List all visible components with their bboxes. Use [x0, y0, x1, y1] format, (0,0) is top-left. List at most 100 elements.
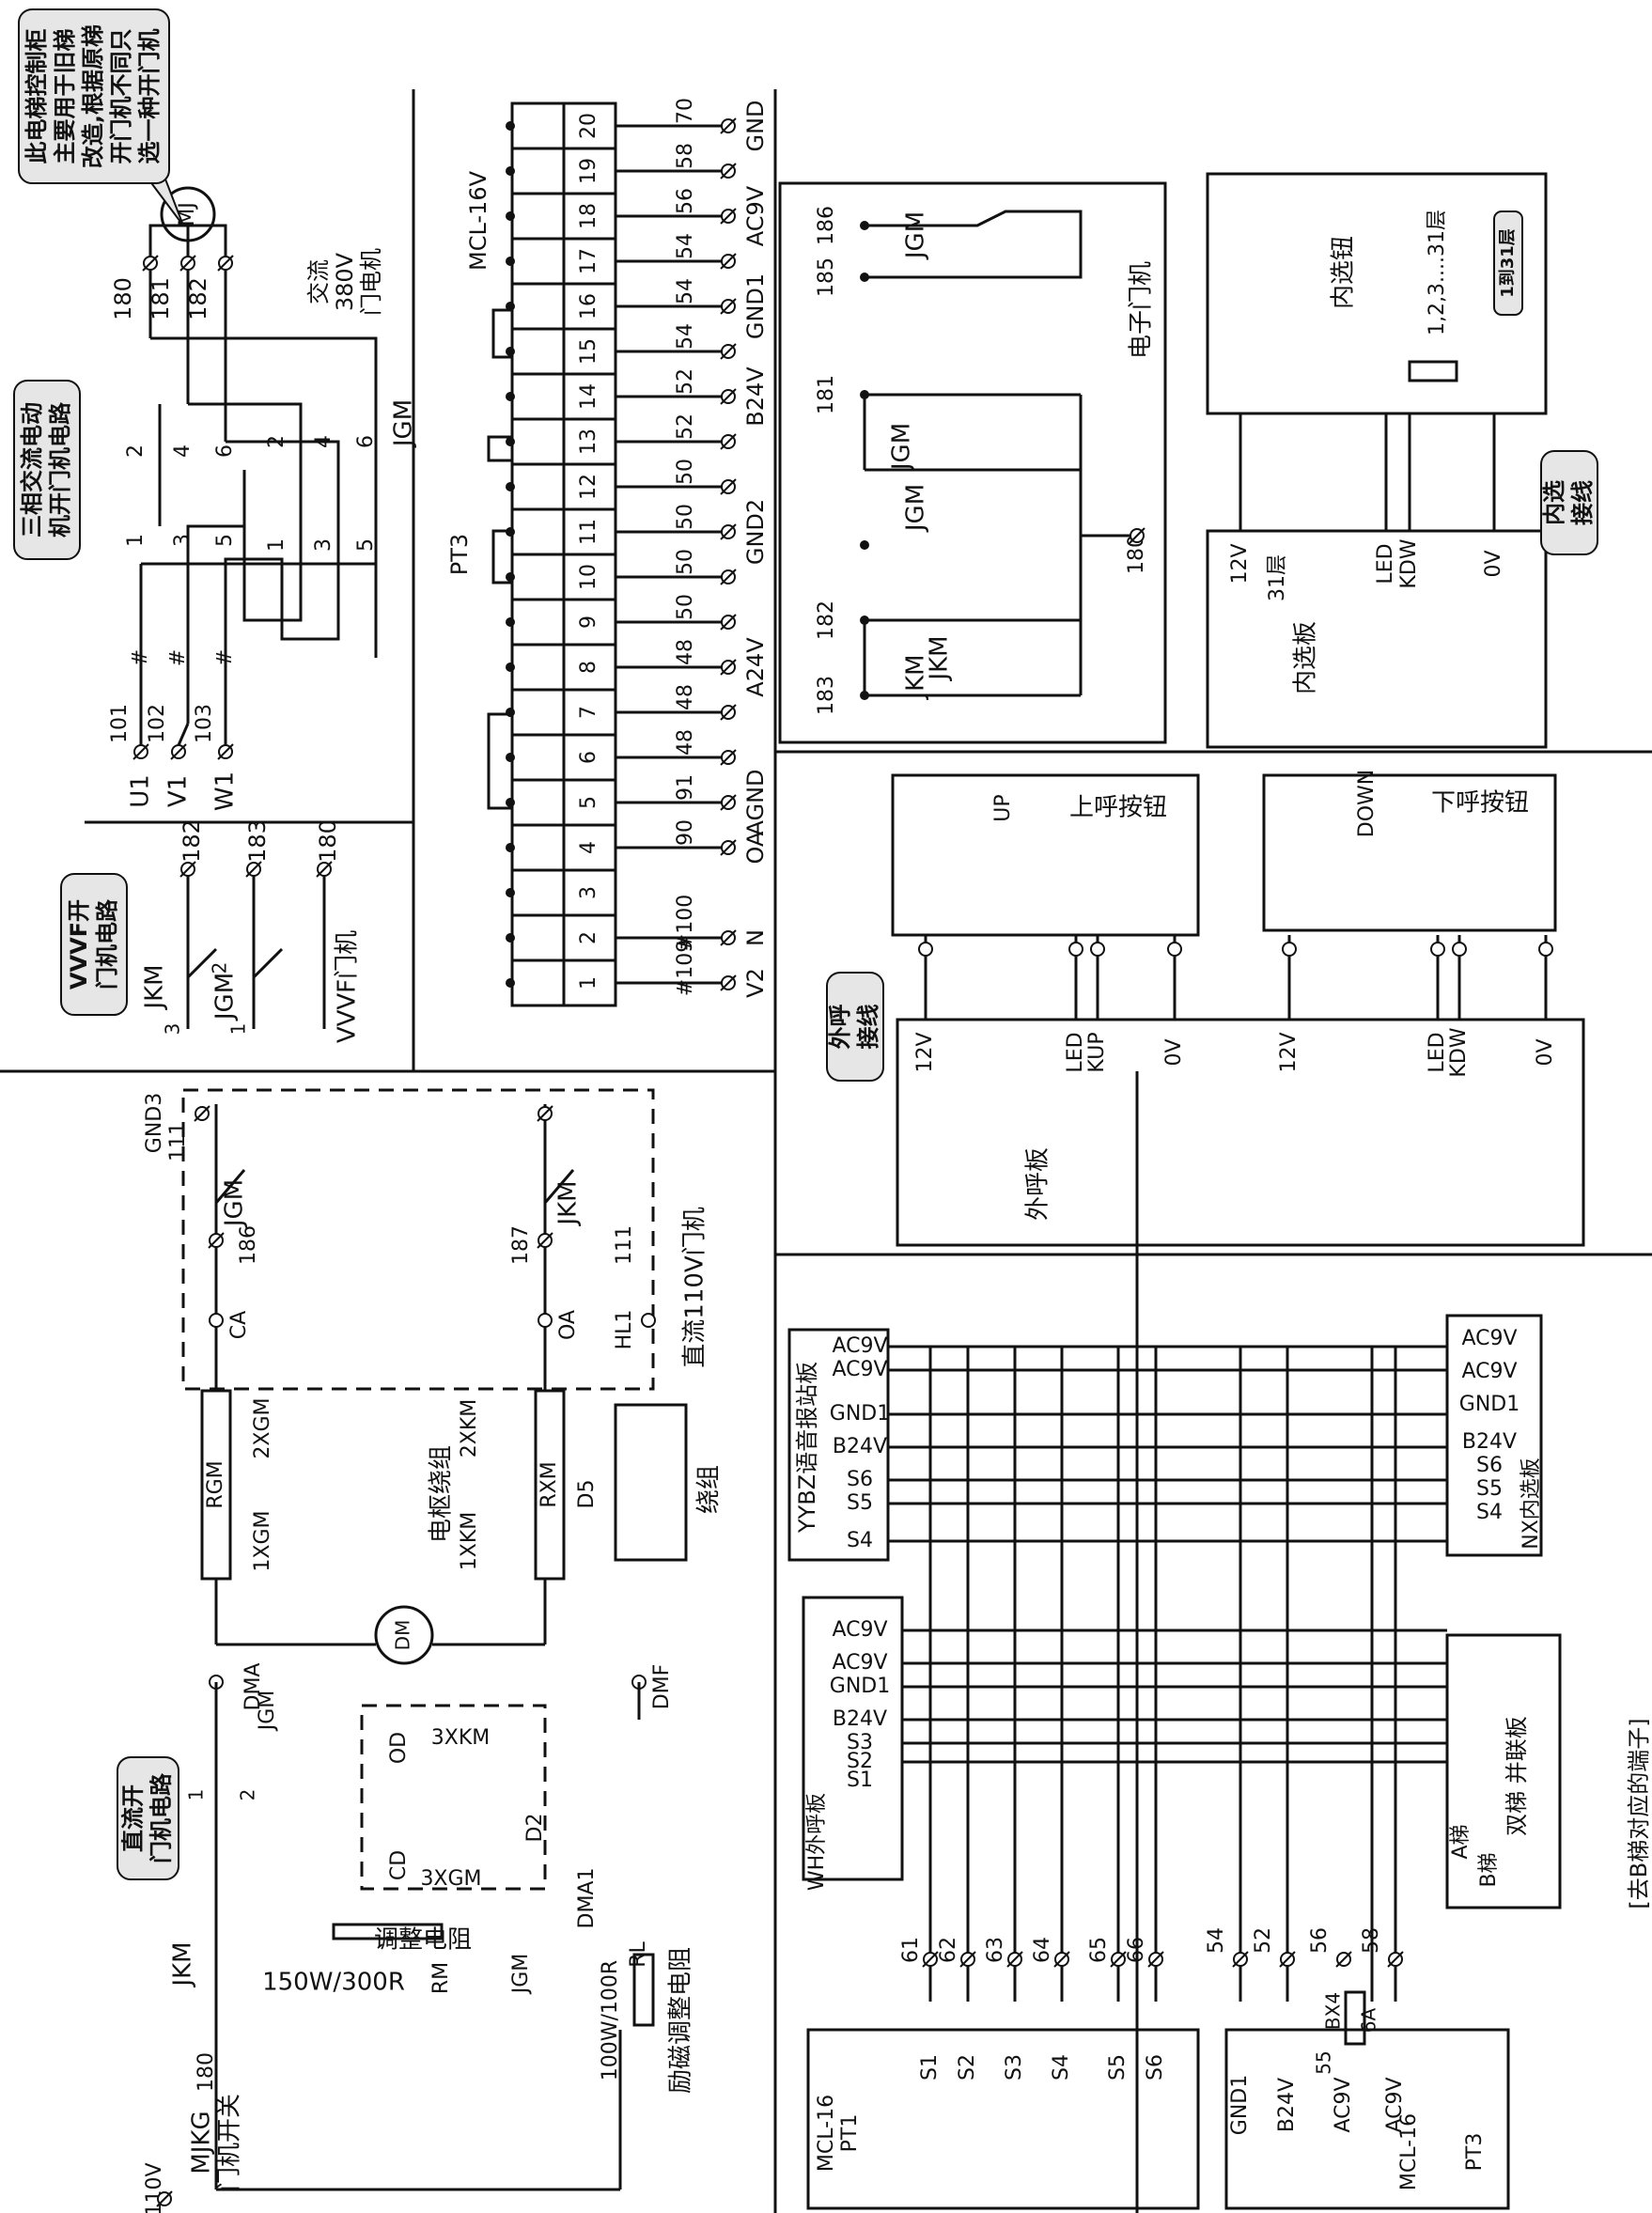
wire-number: #109	[674, 940, 697, 996]
note-vvvf: VVVF开门机电路	[60, 873, 128, 1016]
label: PT3	[1463, 2133, 1487, 2172]
dc-caption: 直流110V门机	[681, 1207, 709, 1367]
nx-pin: S5	[1476, 1477, 1503, 1501]
label: 1XGM	[251, 1510, 274, 1571]
label: W1	[211, 771, 240, 811]
label: 186	[815, 206, 838, 245]
note-inner-box	[1540, 450, 1598, 555]
label: S4	[1050, 2054, 1073, 2081]
wire-number: 50	[674, 549, 697, 575]
inner-board-title: 内选板	[1292, 621, 1320, 694]
label: 1	[227, 1023, 250, 1036]
label: 111	[613, 1225, 636, 1265]
wire	[491, 529, 512, 584]
label: RGM	[204, 1460, 227, 1508]
terminal-number: 18	[577, 203, 600, 229]
label: 3	[162, 1023, 184, 1036]
voice-pin: S5	[847, 1491, 873, 1515]
label: 54	[1205, 1927, 1228, 1954]
label: 65	[1087, 1937, 1111, 1963]
label: LED	[1426, 1032, 1449, 1072]
label: 绕组	[695, 1465, 724, 1514]
resistor-value: 150W/300R	[262, 1969, 405, 1997]
note-top-left-line: 主要用于旧梯	[52, 29, 78, 164]
label: V1	[164, 775, 193, 807]
note-ac-motor: 三相交流电动机开门机电路	[13, 380, 81, 560]
inner-button-title: 内选钮	[1330, 236, 1358, 309]
voice-pin: AC9V	[832, 1334, 887, 1358]
label: 182	[185, 277, 211, 320]
label: S6	[1144, 2054, 1167, 2081]
terminal-number: 4	[577, 841, 600, 854]
wire-number: 52	[674, 368, 697, 395]
note-top-left-line: 改造,根据原梯	[80, 24, 106, 168]
label: 4	[312, 435, 335, 448]
note-dc-line: 直流开	[120, 1784, 147, 1852]
wire	[186, 402, 303, 724]
dc-frame	[181, 1088, 655, 1391]
signal-label: A24V	[742, 637, 769, 697]
note-ac-motor-line: 机开门机电路	[47, 401, 73, 538]
fuse	[1344, 1990, 1366, 2046]
label: 12V	[1277, 1032, 1301, 1072]
voice-pin: AC9V	[832, 1358, 887, 1381]
label: 交流	[305, 259, 332, 304]
label: NX内选板	[1520, 1457, 1543, 1550]
nx-pin: S4	[1476, 1501, 1503, 1524]
wire	[224, 440, 340, 752]
door-switch-label: MJKG	[188, 2111, 216, 2174]
label: 6	[354, 435, 378, 448]
label: 180	[195, 2052, 218, 2092]
label: 2	[209, 962, 231, 974]
label: 3XGM	[420, 1867, 481, 1891]
label: 101	[108, 704, 132, 743]
label: JGM	[256, 1691, 279, 1733]
label: JKM	[169, 1941, 197, 1987]
wire-number: 54	[674, 278, 697, 304]
wire	[177, 723, 190, 746]
label: 3	[312, 538, 335, 552]
parallel-board	[1445, 1633, 1562, 1909]
wire-number: 70	[674, 98, 697, 124]
label: 182	[179, 819, 205, 863]
wire-number: 54	[674, 233, 697, 259]
terminal-number: 10	[577, 564, 600, 590]
wh-board	[802, 1596, 904, 1881]
label: 63	[984, 1937, 1007, 1963]
label: 2XKM	[458, 1399, 481, 1457]
wire-number: 48	[674, 639, 697, 665]
note-outer-line: 接线	[855, 1005, 881, 1050]
wire-number: 50	[674, 594, 697, 620]
inner-button-frame	[1206, 172, 1548, 415]
floors-tag	[1493, 210, 1523, 316]
label: KDW	[1447, 1027, 1471, 1077]
label: 5	[354, 538, 378, 552]
label: 2	[124, 444, 148, 458]
wire-number: 91	[674, 774, 697, 801]
label: A梯	[1449, 1824, 1473, 1859]
label: U1	[127, 774, 155, 808]
signal-label: OA	[742, 831, 769, 864]
wire-number: 54	[674, 323, 697, 350]
label: 6	[213, 444, 237, 458]
label: 12V	[913, 1032, 937, 1072]
label: VVVF门机	[334, 930, 362, 1043]
signal-label: B24V	[742, 366, 769, 427]
label: [去B梯对应的端子]	[1626, 1718, 1652, 1909]
note-top-left: 此电梯控制柜主要用于旧梯改造,根据原梯开门机不同只选一种开门机	[18, 8, 184, 226]
label: 181	[148, 277, 174, 320]
switch-contact	[252, 947, 284, 979]
wire-number: #100	[674, 895, 697, 951]
label: 1	[124, 534, 148, 547]
label: OA	[556, 1310, 580, 1340]
signal-label: GND1	[742, 273, 769, 339]
label: JGM	[888, 423, 916, 472]
label: 186	[237, 1225, 260, 1265]
label: 64	[1031, 1937, 1054, 1963]
wire-number: 90	[674, 819, 697, 846]
wire	[487, 435, 512, 462]
label: DOWN	[1355, 770, 1379, 837]
label: JGM	[221, 1179, 249, 1228]
